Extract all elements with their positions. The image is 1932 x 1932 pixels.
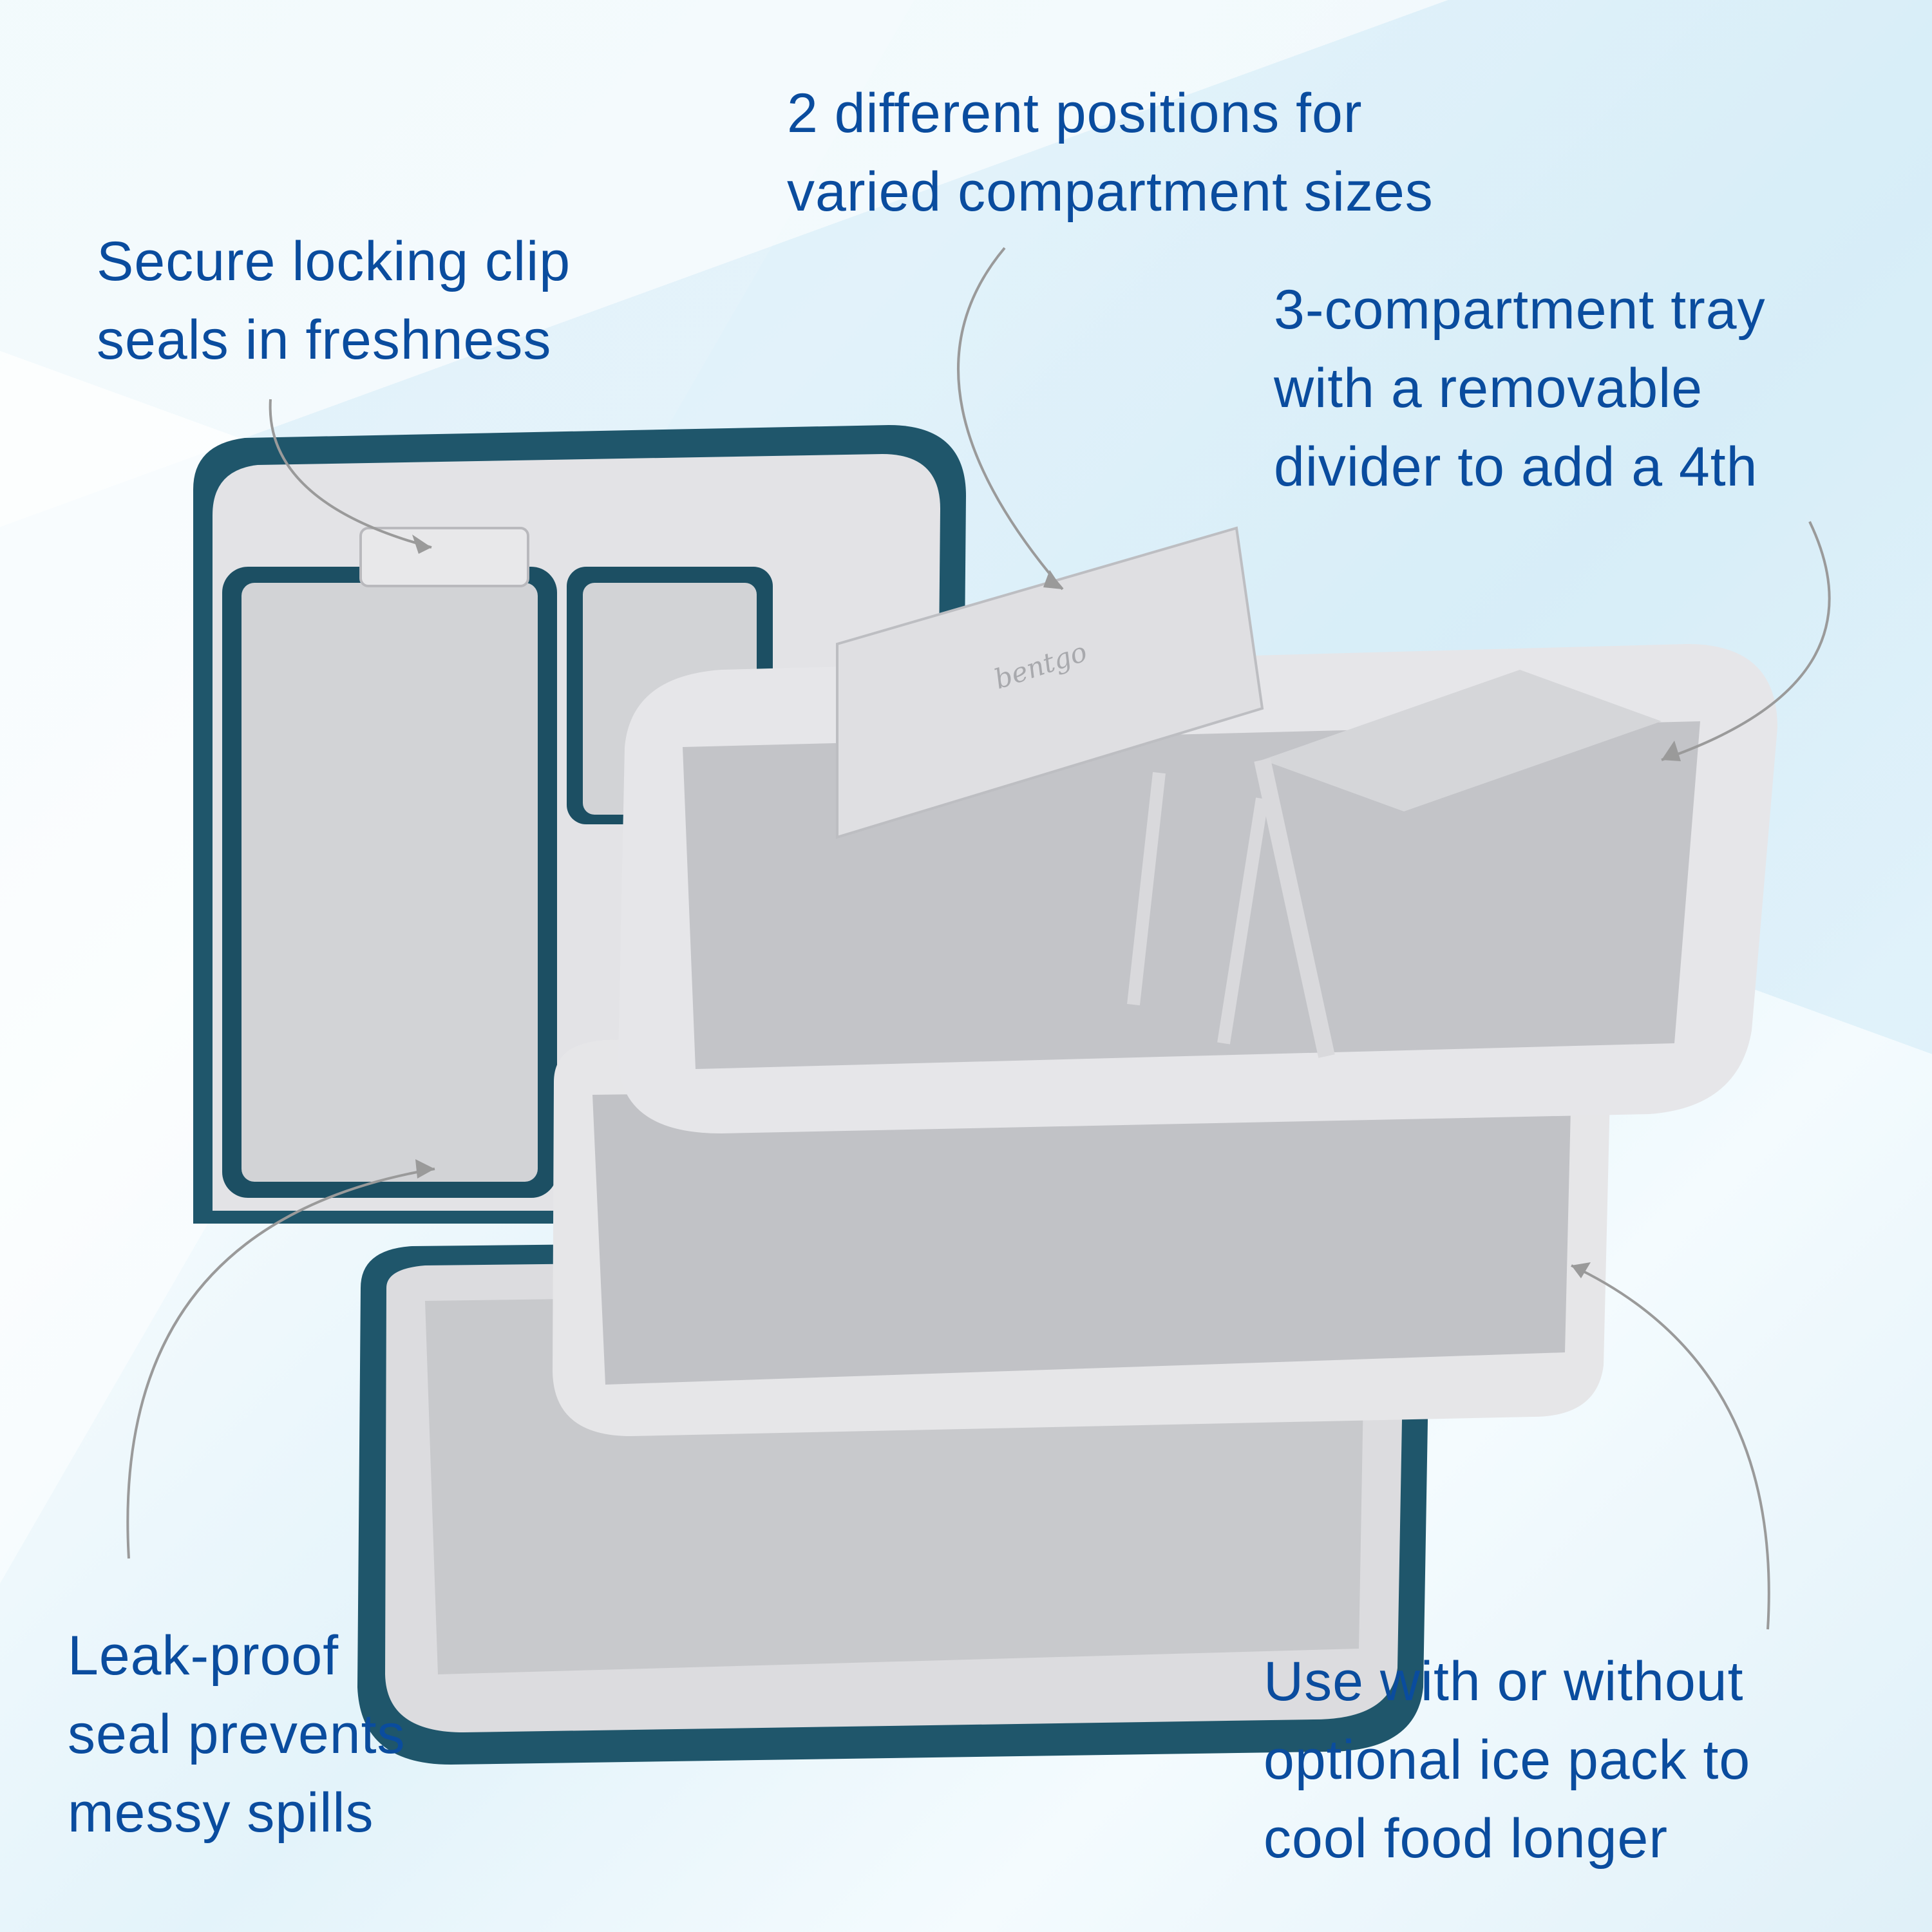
callout-leak-proof: Leak-proof seal prevents messy spills (68, 1616, 406, 1852)
callout-positions: 2 different positions for varied compart… (787, 74, 1434, 231)
callout-tray: 3-compartment tray with a removable divi… (1274, 270, 1766, 506)
arrowheads (412, 535, 1681, 1278)
callout-line: 2 different positions for (787, 82, 1363, 144)
callout-line: seals in freshness (97, 309, 552, 371)
callout-line: 3-compartment tray (1274, 279, 1766, 341)
callout-ice-pack: Use with or without optional ice pack to… (1264, 1642, 1750, 1878)
lower-tray (553, 1030, 1610, 1436)
callout-line: divider to add a 4th (1274, 436, 1758, 498)
callout-line: with a removable (1274, 357, 1703, 419)
callout-line: cool food longer (1264, 1808, 1668, 1870)
upper-tray: bentgo (618, 526, 1777, 1133)
callout-line: seal prevents (68, 1703, 406, 1765)
callout-line: optional ice pack to (1264, 1729, 1751, 1791)
callout-line: messy spills (68, 1782, 374, 1844)
callout-line: Leak-proof (68, 1625, 339, 1687)
callout-line: varied compartment sizes (787, 161, 1434, 223)
callout-line: Secure locking clip (97, 231, 571, 292)
leader-lines (126, 247, 1831, 1630)
callout-locking-clip: Secure locking clip seals in freshness (97, 222, 571, 379)
callout-line: Use with or without (1264, 1651, 1744, 1712)
